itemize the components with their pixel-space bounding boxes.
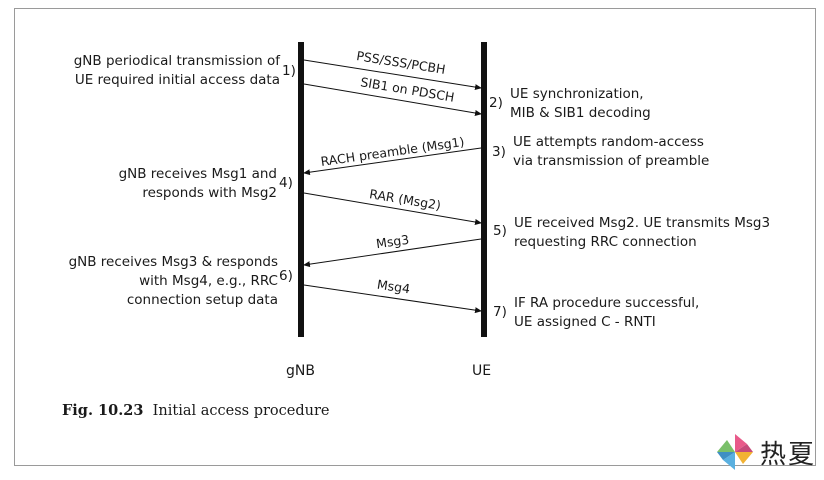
step-2: 2) xyxy=(489,95,503,111)
step-3: 3) xyxy=(492,144,506,160)
arrow-msg1 xyxy=(303,147,482,176)
pinwheel-icon xyxy=(717,434,753,470)
note-5: UE received Msg2. UE transmits Msg3 requ… xyxy=(514,215,771,250)
note-2: UE synchronization, MIB & SIB1 decoding xyxy=(510,86,651,121)
arrow-sib1 xyxy=(303,83,482,116)
note-7: IF RA procedure successful, UE assigned … xyxy=(514,295,700,330)
arrow-msg2 xyxy=(303,192,482,225)
step-6: 6) xyxy=(279,268,293,284)
lane-label-ue: UE xyxy=(472,363,492,379)
lane-label-gnb: gNB xyxy=(286,363,315,379)
arrow-msg3 xyxy=(303,238,482,268)
caption-label: Fig. 10.23 xyxy=(62,402,144,419)
figure-caption: Fig. 10.23 Initial access procedure xyxy=(62,402,329,419)
note-3: UE attempts random-access via transmissi… xyxy=(513,134,710,169)
step-4: 4) xyxy=(279,175,293,191)
note-4: gNB receives Msg1 and responds with Msg2 xyxy=(118,166,277,201)
figure-frame xyxy=(14,8,816,466)
caption-text: Initial access procedure xyxy=(152,403,330,419)
watermark-logo: 热夏 xyxy=(712,430,820,474)
watermark-text: 热夏 xyxy=(760,440,817,470)
gnb-lifeline xyxy=(298,42,304,337)
step-1: 1) xyxy=(282,63,296,79)
step-5: 5) xyxy=(493,223,507,239)
arrow-pss-sss-pbch xyxy=(303,59,482,91)
note-6: gNB receives Msg3 & responds with Msg4, … xyxy=(68,254,278,308)
step-7: 7) xyxy=(493,304,507,320)
arrow-msg4 xyxy=(303,284,482,314)
note-1: gNB periodical transmission of UE requir… xyxy=(73,53,280,88)
ue-lifeline xyxy=(481,42,487,337)
